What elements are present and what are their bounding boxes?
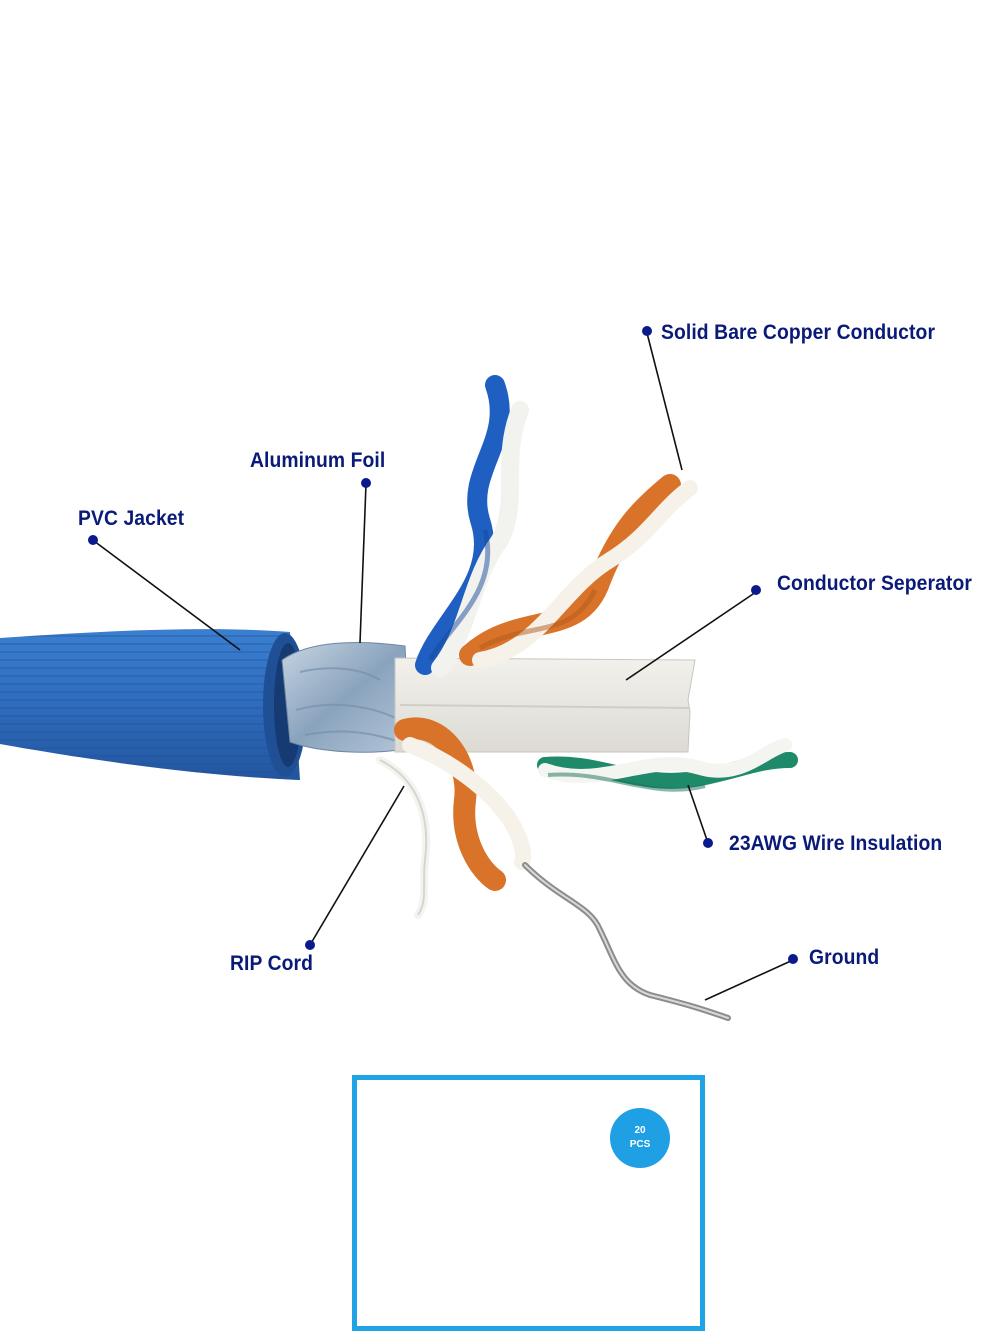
pvc-jacket — [0, 629, 307, 780]
rip-cord — [376, 756, 431, 919]
leader-rip-cord — [309, 785, 405, 946]
label-pvc-jacket: PVC Jacket — [78, 507, 185, 530]
blue-white-pair — [415, 375, 529, 677]
leader-solid-bare-copper — [646, 332, 683, 471]
aluminum-foil — [281, 642, 411, 753]
pcs-count-badge: 20 PCS — [610, 1108, 670, 1168]
label-rip-cord: RIP Cord — [230, 952, 314, 975]
ground-drain-wire — [522, 862, 731, 1021]
label-wire-insulation: 23AWG Wire Insulation — [729, 832, 943, 855]
badge-unit: PCS — [629, 1139, 651, 1150]
label-solid-bare-copper-conductor: Solid Bare Copper Conductor — [661, 321, 936, 344]
label-dot-rip-cord — [305, 940, 315, 950]
label-aluminum-foil: Aluminum Foil — [250, 449, 386, 472]
leader-pvc-jacket — [93, 540, 241, 651]
label-ground: Ground — [809, 946, 880, 969]
green-white-pair — [537, 738, 798, 792]
conductor-separator — [394, 657, 696, 753]
leader-ground — [704, 959, 794, 1001]
orange-white-pair-lower — [394, 717, 532, 891]
badge-count: 20 — [634, 1125, 646, 1136]
label-dot-ground — [788, 954, 798, 964]
label-dot-solid-bare-copper — [642, 326, 652, 336]
label-dot-conductor-separator — [751, 585, 761, 595]
leader-conductor-separator — [625, 591, 757, 681]
orange-white-pair-upper — [459, 474, 698, 668]
leader-wire-insulation — [687, 784, 709, 844]
label-dot-wire-insulation — [703, 838, 713, 848]
label-dot-pvc-jacket — [88, 535, 98, 545]
leader-lines — [93, 332, 794, 1001]
leader-aluminum-foil — [359, 483, 367, 644]
label-dot-aluminum-foil — [361, 478, 371, 488]
label-conductor-separator: Conductor Seperator — [777, 572, 972, 595]
